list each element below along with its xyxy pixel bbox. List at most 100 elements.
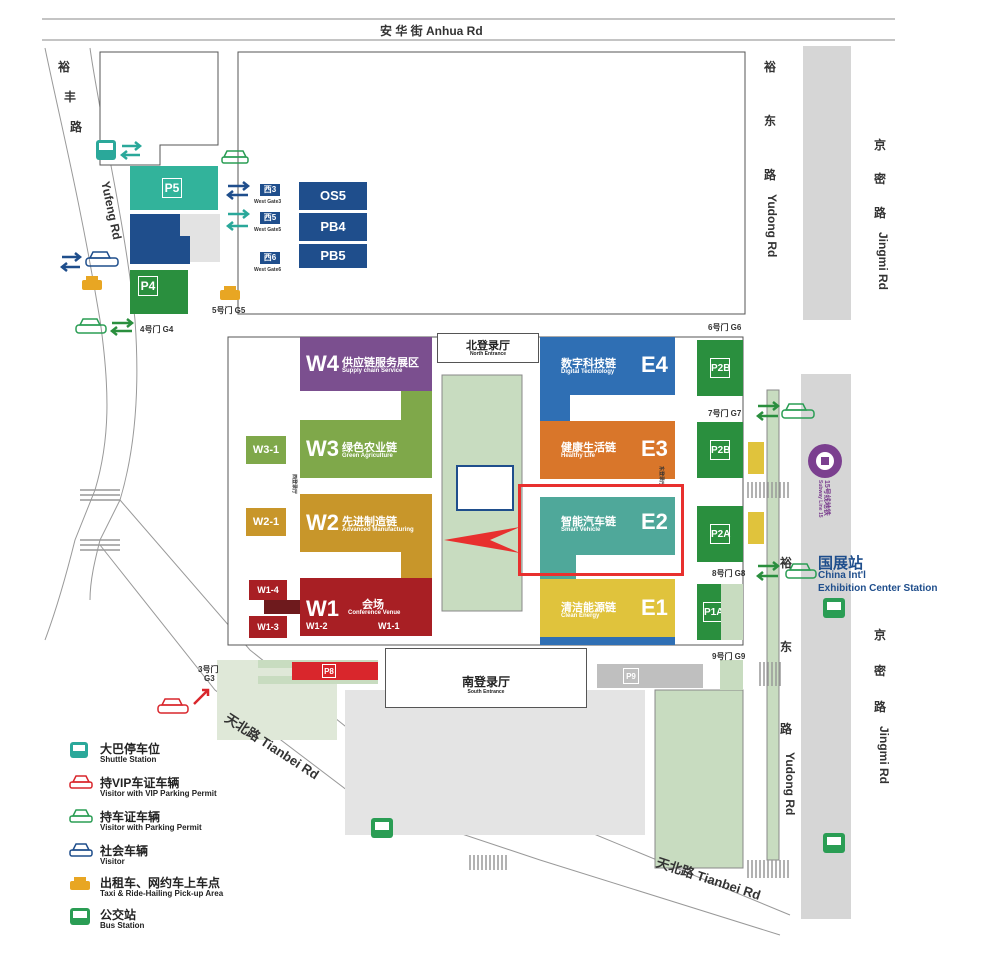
hall-w3[interactable]: W3 绿色农业链 Green Agriculture — [300, 420, 432, 478]
hall-e3[interactable]: E3 健康生活链 Healthy Life — [540, 421, 675, 479]
parking-p1a-green-strip — [721, 584, 743, 640]
legend-permit-en: Visitor with Parking Permit — [100, 823, 202, 832]
parking-p2b-1-badge: P2B — [710, 358, 730, 378]
permit-car-g4-icon — [75, 318, 107, 334]
parking-p4[interactable]: P4 — [130, 270, 188, 314]
jingmi-top-char-1: 京 — [873, 138, 886, 152]
north-entrance[interactable]: 北登录厅 North Entrance — [437, 333, 539, 363]
vip-car-icon — [69, 775, 93, 789]
hall-w1-code: W1 — [306, 596, 339, 621]
building-pb5[interactable]: PB5 — [299, 244, 367, 268]
building-os5[interactable]: OS5 — [299, 182, 367, 210]
jingmi-top-char-3: 路 — [873, 206, 886, 220]
yudong-bottom-char-1: 裕 — [779, 556, 792, 570]
taxi-icon-left — [82, 276, 102, 290]
hall-e2-en: Smart Vehicle — [561, 527, 601, 533]
legend-bus-station-zh: 公交站 — [100, 908, 137, 922]
west-gate-6[interactable]: 西6 — [260, 252, 280, 264]
visitor-car-legend-icon — [69, 843, 93, 857]
jingmi-top-char-2: 密 — [873, 172, 886, 186]
gate-g5-label: 5号门 G5 — [212, 306, 246, 315]
bus-station-icon-bottom — [823, 833, 845, 853]
hall-w2[interactable]: W2 先进制造链 Advanced Manufacturing — [300, 494, 432, 552]
hall-e1[interactable]: E1 清洁能源链 Clean Energy — [540, 579, 675, 637]
yudong-bottom-char-2: 东 — [779, 640, 792, 654]
hall-w4-en: Supply chain Service — [342, 368, 403, 374]
south-entrance[interactable]: 南登录厅 South Entrance — [385, 648, 587, 708]
legend-bus-station-en: Bus Station — [100, 921, 145, 930]
hall-e2-code: E2 — [641, 509, 668, 534]
legend-visitor: 社会车辆 Visitor — [68, 842, 268, 868]
hall-e4-annex — [540, 395, 570, 421]
legend-visitor-zh: 社会车辆 — [100, 844, 149, 858]
west-gate-5[interactable]: 西5 — [260, 212, 280, 224]
west-gate-3[interactable]: 西3 — [260, 184, 280, 196]
anhua-road-label: 安 华 街 Anhua Rd — [380, 24, 483, 38]
parking-p2a[interactable]: P2A — [697, 506, 743, 562]
taxi-bay-e2 — [748, 512, 764, 544]
hall-e3-en: Healthy Life — [561, 453, 596, 459]
legend-permit: 持车证车辆 Visitor with Parking Permit — [68, 808, 268, 834]
hall-e2[interactable]: E2 智能汽车链 Smart Vehicle — [540, 497, 675, 555]
legend-taxi-en: Taxi & Ride-Hailing Pick-up Area — [100, 889, 224, 898]
yudong-top-char-2: 东 — [763, 114, 776, 128]
hall-w3-1[interactable]: W3-1 — [246, 436, 286, 464]
hall-w1-3[interactable]: W1-3 — [249, 616, 287, 638]
hall-w1[interactable]: W1 会场 Conference Venue W1-2 W1-1 — [300, 578, 432, 636]
jingmi-bottom-char-3: 路 — [873, 700, 886, 714]
hall-w2-1[interactable]: W2-1 — [246, 508, 286, 536]
vip-car-g3-icon — [157, 698, 189, 714]
legend-taxi: 出租车、网约车上车点 Taxi & Ride-Hailing Pick-up A… — [68, 874, 288, 900]
legend-shuttle-en: Shuttle Station — [100, 755, 157, 764]
parking-p2b-2[interactable]: P2B — [697, 422, 743, 478]
hall-w4[interactable]: W4 供应链服务展区 Supply chain Service — [300, 337, 432, 391]
gate-g3-label: 3号门 — [198, 665, 219, 674]
parking-p9[interactable]: P9 — [597, 664, 703, 688]
legend-vip-en: Visitor with VIP Parking Permit — [100, 789, 217, 798]
gate-g8-label: 8号门 G8 — [712, 569, 746, 578]
hall-w2-annex — [401, 552, 432, 578]
yudong-top-char-3: 路 — [763, 168, 776, 182]
parking-p5[interactable]: P5 — [130, 166, 218, 210]
hall-e3-zh: 健康生活链 — [561, 442, 616, 454]
legend-taxi-zh: 出租车、网约车上车点 — [100, 876, 221, 890]
hall-w3-en: Green Agriculture — [342, 453, 393, 459]
jingmi-bottom-char-1: 京 — [873, 628, 886, 642]
bus-station-icon-right — [823, 598, 845, 618]
subway-icon[interactable] — [808, 444, 842, 478]
legend-permit-zh: 持车证车辆 — [100, 810, 161, 824]
station-name-zh: 国展站 — [818, 555, 864, 572]
south-entrance-en: South Entrance — [467, 689, 505, 695]
yufeng-char-3: 路 — [69, 120, 82, 134]
taxi-bay-e3 — [748, 442, 764, 474]
shuttle-bus-icon — [96, 140, 116, 160]
hall-e1-base — [540, 637, 675, 645]
building-pb4[interactable]: PB4 — [299, 213, 367, 241]
taxi-icon — [70, 877, 90, 890]
hall-w3-code: W3 — [306, 436, 339, 461]
hall-w3-annex — [401, 391, 432, 421]
hall-e4-code: E4 — [641, 352, 668, 377]
hall-e4-zh: 数字科技链 — [561, 358, 616, 370]
parking-p2b-1[interactable]: P2B — [697, 340, 743, 396]
hall-e1-en: Clean Energy — [561, 613, 600, 619]
hall-e4[interactable]: E4 数字科技链 Digital Technology — [545, 337, 675, 395]
pointer-arrow-icon — [444, 527, 520, 553]
parking-p2b-2-badge: P2B — [710, 440, 730, 460]
parking-p8[interactable]: P8 — [292, 662, 378, 680]
west-gate-3-en: West Gate3 — [254, 199, 282, 205]
hall-w2-code: W2 — [306, 510, 339, 535]
highlight-frame — [518, 484, 684, 576]
jingmi-bottom-char-2: 密 — [873, 664, 886, 678]
gate-g4-label: 4号门 G4 — [140, 325, 174, 334]
legend-visitor-en: Visitor — [100, 857, 125, 866]
yufeng-char-1: 裕 — [57, 60, 70, 74]
permit-car-legend-icon — [69, 809, 93, 823]
hall-w1-1-label: W1-1 — [378, 621, 400, 631]
west-gate-6-en: West Gate6 — [254, 267, 282, 273]
gate-g7-label: 7号门 G7 — [708, 409, 742, 418]
hall-w4-zh: 供应链服务展区 — [342, 357, 419, 369]
hall-w1-en: Conference Venue — [348, 610, 401, 616]
hall-w1-4[interactable]: W1-4 — [249, 580, 287, 600]
hall-e1-zh: 清洁能源链 — [561, 602, 616, 614]
